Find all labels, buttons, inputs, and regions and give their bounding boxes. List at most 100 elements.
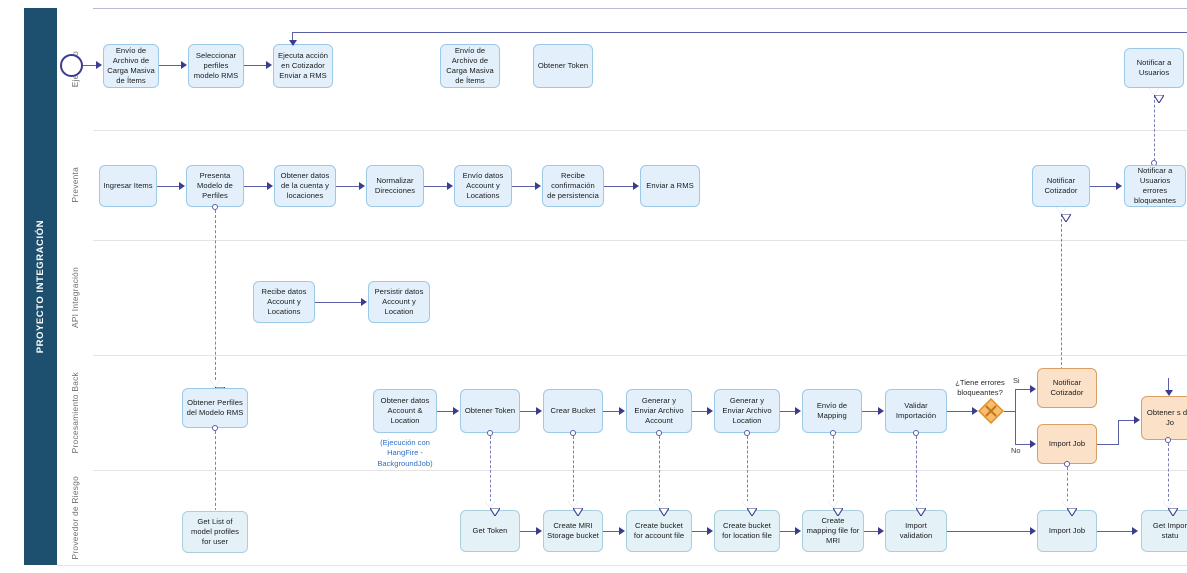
task-persistir-datos[interactable]: Persistir datos Account y Location — [368, 281, 430, 323]
task-recibe-datos-account[interactable]: Recibe datos Account y Locations — [253, 281, 315, 323]
gateway-branch-no-label: No — [1011, 446, 1021, 455]
flow-arrow — [619, 407, 625, 415]
flow-arrow — [267, 182, 273, 190]
task-import-job-riesgo[interactable]: Import Job — [1037, 510, 1097, 552]
flow-arrow — [289, 40, 297, 46]
task-ingresar-items[interactable]: Ingresar Items — [99, 165, 157, 207]
task-obtener-perfiles-rms[interactable]: Obtener Perfiles del Modelo RMS — [182, 388, 248, 428]
task-generar-archivo-location[interactable]: Generar y Enviar Archivo Location — [714, 389, 780, 433]
flow-arrow — [878, 407, 884, 415]
task-create-bucket-account[interactable]: Create bucket for account file — [626, 510, 692, 552]
message-flow-getstatus — [1168, 443, 1169, 502]
flow-arrow — [1116, 182, 1122, 190]
lane-riesgo-text: Proveedor de Riesgo — [70, 475, 80, 560]
lane-label-api: API Integración — [57, 240, 93, 355]
lane-api-text: API Integración — [70, 266, 80, 328]
task-validar-importacion[interactable]: Validar Importación — [885, 389, 947, 433]
flow-gateway-si-up — [1015, 389, 1017, 411]
lane-preventa: Preventa — [57, 130, 93, 240]
message-flow-origin — [1064, 461, 1070, 467]
lane-back-text: Procesamiento Back — [70, 371, 80, 454]
task-notificar-usuarios-errores[interactable]: Notificar a Usuarios errores bloqueantes — [1124, 165, 1186, 207]
flow-gen-location-to-mapping — [780, 411, 797, 413]
flow-arrow — [536, 407, 542, 415]
task-obtener-token-ejecutivo[interactable]: Obtener Token — [533, 44, 593, 88]
flow-token-to-crear-bucket — [520, 411, 538, 413]
flow-mappingfile-to-validation — [864, 531, 880, 533]
lane-sep-ejecutivo-preventa — [57, 130, 1187, 131]
annotation-hangfire: (Ejecución con HangFire - BackgroundJob) — [377, 438, 433, 468]
flow-validar-to-gateway — [947, 411, 974, 413]
task-recibe-confirmacion[interactable]: Recibe confirmación de persistencia — [542, 165, 604, 207]
gateway-branch-si-label: Si — [1013, 376, 1020, 385]
task-crear-bucket[interactable]: Crear Bucket — [543, 389, 603, 433]
task-get-token[interactable]: Get Token — [460, 510, 520, 552]
task-get-import-status[interactable]: Get Impor statu — [1141, 510, 1187, 552]
lane-sep-preventa-api — [57, 240, 1187, 241]
message-flow-usuarios — [1154, 95, 1155, 161]
flow-normalizar-to-envio — [424, 186, 449, 188]
task-notificar-cotizador-preventa[interactable]: Notificar Cotizador — [1032, 165, 1090, 207]
flow-arrow — [707, 527, 713, 535]
flow-into-obtener-status — [1168, 378, 1170, 394]
message-flow-validation — [916, 436, 917, 502]
task-normalizar-direcciones[interactable]: Normalizar Direcciones — [366, 165, 424, 207]
flow-arrow — [972, 407, 978, 415]
flow-gen-account-to-gen-location — [692, 411, 709, 413]
flow-arrow — [878, 527, 884, 535]
flow-bucket-to-gen-account — [603, 411, 621, 413]
start-event[interactable] — [60, 54, 83, 77]
flow-presenta-to-obtener — [244, 186, 269, 188]
task-envio-archivo-1[interactable]: Envío de Archivo de Carga Masiva de Ítem… — [103, 44, 159, 88]
task-obtener-datos-account-location[interactable]: Obtener datos Account & Location — [373, 389, 437, 433]
message-flow-mapping — [833, 436, 834, 502]
task-notificar-usuarios[interactable]: Notificar a Usuarios — [1124, 48, 1184, 88]
message-flow-arrowhead — [485, 501, 500, 516]
lane-api-integracion: API Integración — [57, 240, 93, 355]
task-envio-archivo-2[interactable]: Envío de Archivo de Carga Masiva de Ítem… — [440, 44, 500, 88]
message-flow-bucket-account — [659, 436, 660, 502]
task-seleccionar-perfiles[interactable]: Seleccionar perfiles modelo RMS — [188, 44, 244, 88]
lane-procesamiento-back: Procesamiento Back — [57, 355, 93, 470]
task-envio-datos[interactable]: Envío datos Account y Locations — [454, 165, 512, 207]
flow-arrow — [795, 407, 801, 415]
pool-top-border — [57, 8, 1187, 9]
task-create-bucket-location[interactable]: Create bucket for location file — [714, 510, 780, 552]
message-flow-origin — [212, 204, 218, 210]
flow-arrow — [1030, 440, 1036, 448]
lane-label-riesgo: Proveedor de Riesgo — [57, 470, 93, 565]
message-flow-arrowhead — [210, 380, 225, 395]
task-import-job-back[interactable]: Import Job — [1037, 424, 1097, 464]
task-presenta-modelo[interactable]: Presenta Modelo de Perfiles — [186, 165, 244, 207]
task-obtener-status-job[interactable]: Obtener s del Jo — [1141, 396, 1187, 440]
lane-preventa-text: Preventa — [70, 167, 80, 203]
flow-location-to-mapping — [780, 531, 797, 533]
flow-obtener-to-normalizar — [336, 186, 361, 188]
task-import-validation[interactable]: Import validation — [885, 510, 947, 552]
task-create-mapping-file[interactable]: Create mapping file for MRI — [802, 510, 864, 552]
gateway-errores-bloqueantes[interactable] — [978, 398, 1004, 424]
task-get-list-model-profiles[interactable]: Get List of model profiles for user — [182, 511, 248, 553]
message-flow-create-mri — [573, 436, 574, 502]
task-generar-archivo-account[interactable]: Generar y Enviar Archivo Account — [626, 389, 692, 433]
flow-return-to-ejecuta — [292, 32, 1187, 34]
task-obtener-token-back[interactable]: Obtener Token — [460, 389, 520, 433]
flow-arrow — [795, 527, 801, 535]
message-flow-arrowhead — [1056, 207, 1071, 222]
flow-createmri-to-account — [603, 531, 621, 533]
flow-importjob-to-getstatus — [1097, 531, 1134, 533]
task-enviar-a-rms[interactable]: Enviar a RMS — [640, 165, 700, 207]
task-obtener-datos-cuenta[interactable]: Obtener datos de la cuenta y locaciones — [274, 165, 336, 207]
task-create-mri-storage-bucket[interactable]: Create MRI Storage bucket — [543, 510, 603, 552]
flow-gateway-no-down — [1015, 411, 1017, 445]
message-flow-importjob — [1067, 467, 1068, 502]
task-ejecuta-accion[interactable]: Ejecuta acción en Cotizador Enviar a RMS — [273, 44, 333, 88]
flow-arrow — [1132, 527, 1138, 535]
task-notificar-cotizador-back[interactable]: Notificar Cotizador — [1037, 368, 1097, 408]
message-flow-origin — [656, 430, 662, 436]
message-flow-origin — [913, 430, 919, 436]
task-envio-mapping[interactable]: Envío de Mapping — [802, 389, 862, 433]
flow-recibe-to-enviar — [604, 186, 635, 188]
flow-gateway-no-right — [1015, 444, 1032, 446]
